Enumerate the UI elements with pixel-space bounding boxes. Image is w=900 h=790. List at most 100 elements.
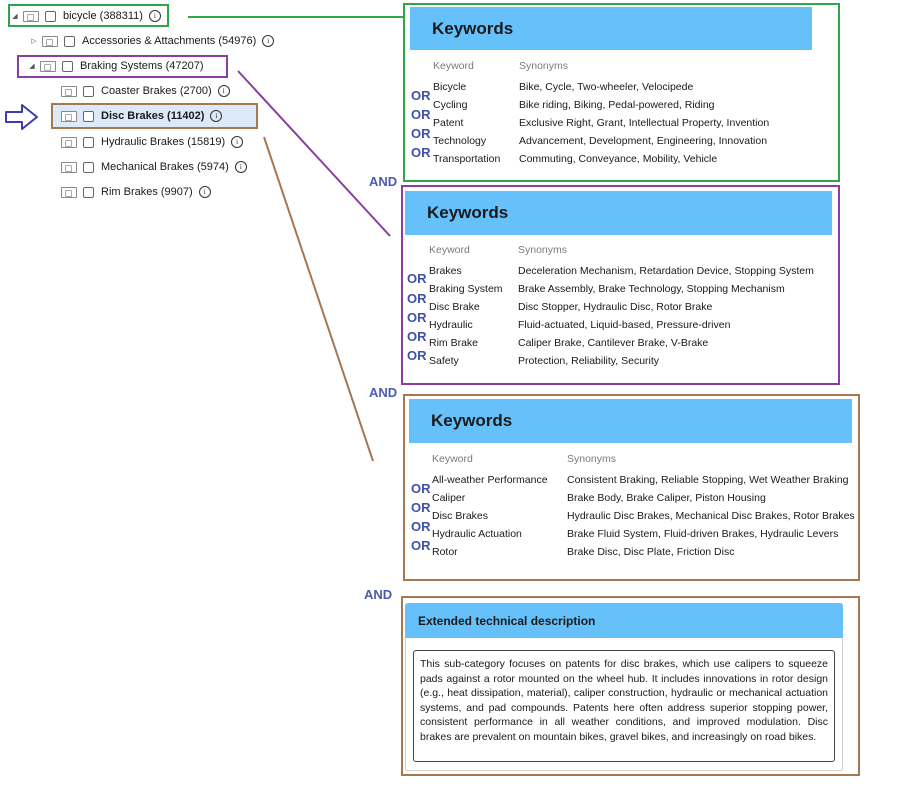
- highlight-braking: [17, 55, 228, 78]
- synonyms-cell: Commuting, Conveyance, Mobility, Vehicle: [519, 153, 718, 165]
- folder-icon: [61, 85, 77, 97]
- checkbox[interactable]: [83, 161, 94, 173]
- or-operator: OR: [407, 348, 427, 363]
- info-icon[interactable]: i: [262, 35, 275, 47]
- or-operator: OR: [411, 519, 431, 534]
- checkbox[interactable]: [83, 110, 94, 122]
- description-header: Extended technical description: [405, 603, 843, 638]
- tree-node-label: Mechanical Brakes (5974): [101, 161, 229, 173]
- tree-node-hydraulic[interactable]: Hydraulic Brakes (15819) i: [58, 132, 244, 152]
- or-operator: OR: [411, 88, 431, 103]
- tree-node-label: Hydraulic Brakes (15819): [101, 136, 226, 148]
- table-row: Safety Protection, Reliability, Security: [429, 352, 814, 370]
- info-icon[interactable]: i: [217, 85, 230, 97]
- triangle-down-icon[interactable]: ◢: [29, 63, 35, 70]
- table-row: Disc Brake Disc Stopper, Hydraulic Disc, …: [429, 298, 814, 316]
- keyword-cell: Rotor: [432, 546, 458, 558]
- panel-header: Keywords: [405, 191, 832, 235]
- table-row: All-weather Performance Consistent Brakin…: [432, 471, 855, 489]
- keyword-cell: Caliper: [432, 492, 466, 504]
- triangle-down-icon[interactable]: ◢: [12, 13, 18, 20]
- triangle-right-icon[interactable]: ▷: [31, 38, 37, 45]
- info-icon[interactable]: i: [210, 110, 223, 122]
- tree-node-accessories[interactable]: ▷ Accessories & Attachments (54976) i: [29, 31, 275, 51]
- info-icon[interactable]: i: [231, 136, 244, 148]
- description-text[interactable]: This sub-category focuses on patents for…: [413, 650, 835, 762]
- keyword-cell: Patent: [433, 117, 464, 129]
- keyword-cell: Safety: [429, 355, 459, 367]
- table-row: Braking System Brake Assembly, Brake Tech…: [429, 280, 814, 298]
- tree-node-root[interactable]: ◢ bicycle (388311) i: [10, 6, 161, 26]
- checkbox[interactable]: [45, 10, 56, 22]
- folder-icon: [42, 35, 58, 47]
- or-operator: OR: [407, 291, 427, 306]
- folder-icon: [61, 186, 77, 198]
- synonyms-cell: Bike, Cycle, Two-wheeler, Velocipede: [519, 81, 694, 93]
- or-operator: OR: [411, 107, 431, 122]
- highlight-root: [8, 4, 169, 27]
- synonyms-cell: Hydraulic Disc Brakes, Mechanical Disc B…: [567, 510, 855, 522]
- tree-node-disc[interactable]: Disc Brakes (11402) i: [58, 106, 223, 126]
- synonyms-cell: Exclusive Right, Grant, Intellectual Pro…: [519, 117, 770, 129]
- tree-node-label: Braking Systems (47207): [80, 60, 204, 72]
- synonyms-cell: Brake Assembly, Brake Technology, Stoppi…: [518, 283, 785, 295]
- or-operator: OR: [411, 538, 431, 553]
- col-header-keyword: Keyword: [432, 453, 473, 465]
- col-header-synonyms: Synonyms: [519, 60, 569, 72]
- keyword-cell: All-weather Performance: [432, 474, 548, 486]
- keyword-cell: Braking System: [429, 283, 503, 295]
- col-header-synonyms: Synonyms: [567, 453, 617, 465]
- synonyms-cell: Brake Fluid System, Fluid-driven Brakes,…: [567, 528, 839, 540]
- keyword-cell: Hydraulic: [429, 319, 473, 331]
- or-operator: OR: [411, 500, 431, 515]
- checkbox[interactable]: [64, 35, 75, 47]
- checkbox[interactable]: [83, 85, 94, 97]
- synonyms-cell: Fluid-actuated, Liquid-based, Pressure-d…: [518, 319, 731, 331]
- or-operator: OR: [411, 481, 431, 496]
- synonyms-cell: Disc Stopper, Hydraulic Disc, Rotor Brak…: [518, 301, 713, 313]
- synonyms-cell: Consistent Braking, Reliable Stopping, W…: [567, 474, 849, 486]
- info-icon[interactable]: i: [234, 161, 247, 173]
- tree-node-mechanical[interactable]: Mechanical Brakes (5974) i: [58, 157, 247, 177]
- or-operator: OR: [407, 271, 427, 286]
- keyword-cell: Rim Brake: [429, 337, 479, 349]
- col-header-synonyms: Synonyms: [518, 244, 568, 256]
- table-row: Caliper Brake Body, Brake Caliper, Piston…: [432, 489, 855, 507]
- table-row: Hydraulic Fluid-actuated, Liquid-based, P…: [429, 316, 814, 334]
- and-operator: AND: [364, 587, 393, 602]
- col-header-keyword: Keyword: [433, 60, 474, 72]
- info-icon[interactable]: i: [198, 186, 211, 198]
- tree-node-coaster[interactable]: Coaster Brakes (2700) i: [58, 81, 230, 101]
- panel-header: Keywords: [410, 7, 812, 50]
- synonyms-cell: Brake Body, Brake Caliper, Piston Housin…: [567, 492, 766, 504]
- and-operator: AND: [369, 174, 398, 189]
- synonyms-cell: Deceleration Mechanism, Retardation Devi…: [518, 265, 814, 277]
- synonyms-cell: Protection, Reliability, Security: [518, 355, 660, 367]
- checkbox[interactable]: [83, 136, 94, 148]
- tree-node-rim[interactable]: Rim Brakes (9907) i: [58, 182, 211, 202]
- folder-icon: [23, 10, 39, 22]
- pointer-arrow-icon: [5, 104, 38, 130]
- checkbox[interactable]: [83, 186, 94, 198]
- col-header-keyword: Keyword: [429, 244, 470, 256]
- connector-purple: [237, 70, 391, 237]
- panel-header: Keywords: [409, 399, 852, 443]
- checkbox[interactable]: [62, 60, 73, 72]
- connector-brown: [263, 136, 374, 462]
- or-operator: OR: [411, 145, 431, 160]
- info-icon[interactable]: i: [148, 10, 161, 22]
- or-operator: OR: [407, 310, 427, 325]
- keyword-cell: Cycling: [433, 99, 468, 111]
- keyword-cell: Disc Brake: [429, 301, 480, 313]
- tree-node-braking[interactable]: ◢ Braking Systems (47207): [27, 56, 204, 76]
- synonyms-cell: Brake Disc, Disc Plate, Friction Disc: [567, 546, 735, 558]
